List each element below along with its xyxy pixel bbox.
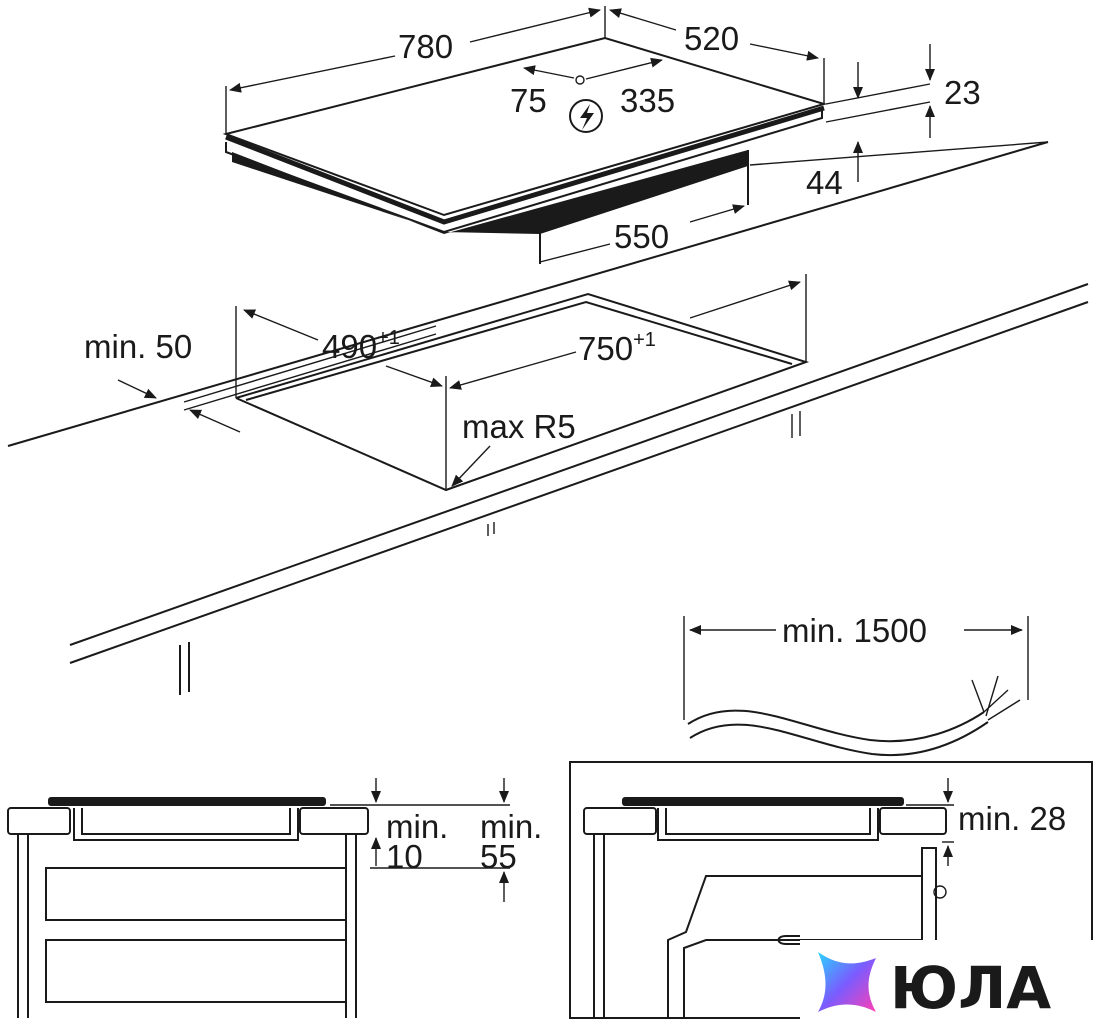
- section-left: min. 10 min. 55: [7, 778, 542, 1018]
- oven-outline: [667, 875, 922, 1018]
- label-hob-thickness: 23: [944, 74, 981, 111]
- label-corner-radius: max R5: [462, 408, 576, 445]
- lightning-in-circle-icon: [569, 99, 603, 133]
- cable-entry-point: [575, 75, 585, 85]
- label-gap-b-title: min.: [480, 808, 542, 845]
- star-logo-icon: [818, 952, 876, 1012]
- hob-housing: [232, 150, 748, 234]
- label-cutout-width: 750+1: [578, 329, 656, 367]
- hob-glass-section-right: [622, 797, 904, 806]
- label-box-width: 550: [614, 218, 669, 255]
- label-hob-depth: 520: [684, 20, 739, 57]
- label-cable-length: min. 1500: [782, 612, 927, 649]
- dim-cutout-width: 750+1: [449, 274, 807, 390]
- logo-wordmark: ЮЛА: [890, 954, 1051, 1022]
- label-cable-offset-a: 75: [510, 82, 547, 119]
- dim-front-margin: min. 50: [84, 325, 437, 433]
- dim-corner-radius: max R5: [451, 408, 576, 487]
- label-cable-offset-b: 335: [620, 82, 675, 119]
- dim-cable-offsets: 75 335: [510, 57, 675, 133]
- dim-box-height: 44: [749, 141, 1049, 201]
- dim-hob-width: 780: [225, 6, 606, 134]
- label-gap-c: min. 28: [958, 800, 1066, 837]
- hob-glass-edge: [225, 105, 825, 225]
- watermark-logo: ЮЛА: [800, 940, 1100, 1022]
- cable-drawing: min. 1500: [683, 612, 1029, 756]
- hob-glass-section: [48, 797, 326, 806]
- dim-hob-depth: 520: [609, 8, 825, 104]
- worktop-drawing: [7, 141, 1089, 695]
- label-hob-width: 780: [398, 28, 453, 65]
- label-gap-a-value: 10: [386, 838, 423, 875]
- label-box-height: 44: [806, 164, 843, 201]
- dim-hob-thickness: 23: [825, 44, 981, 138]
- label-gap-a-title: min.: [386, 808, 448, 845]
- dim-cutout-depth: 490+1: [235, 306, 447, 490]
- cutout-outline: [235, 292, 810, 492]
- power-cable: [687, 709, 985, 743]
- label-front-margin: min. 50: [84, 328, 192, 365]
- label-gap-b-value: 55: [480, 838, 517, 875]
- dim-box-width: 550: [539, 204, 745, 263]
